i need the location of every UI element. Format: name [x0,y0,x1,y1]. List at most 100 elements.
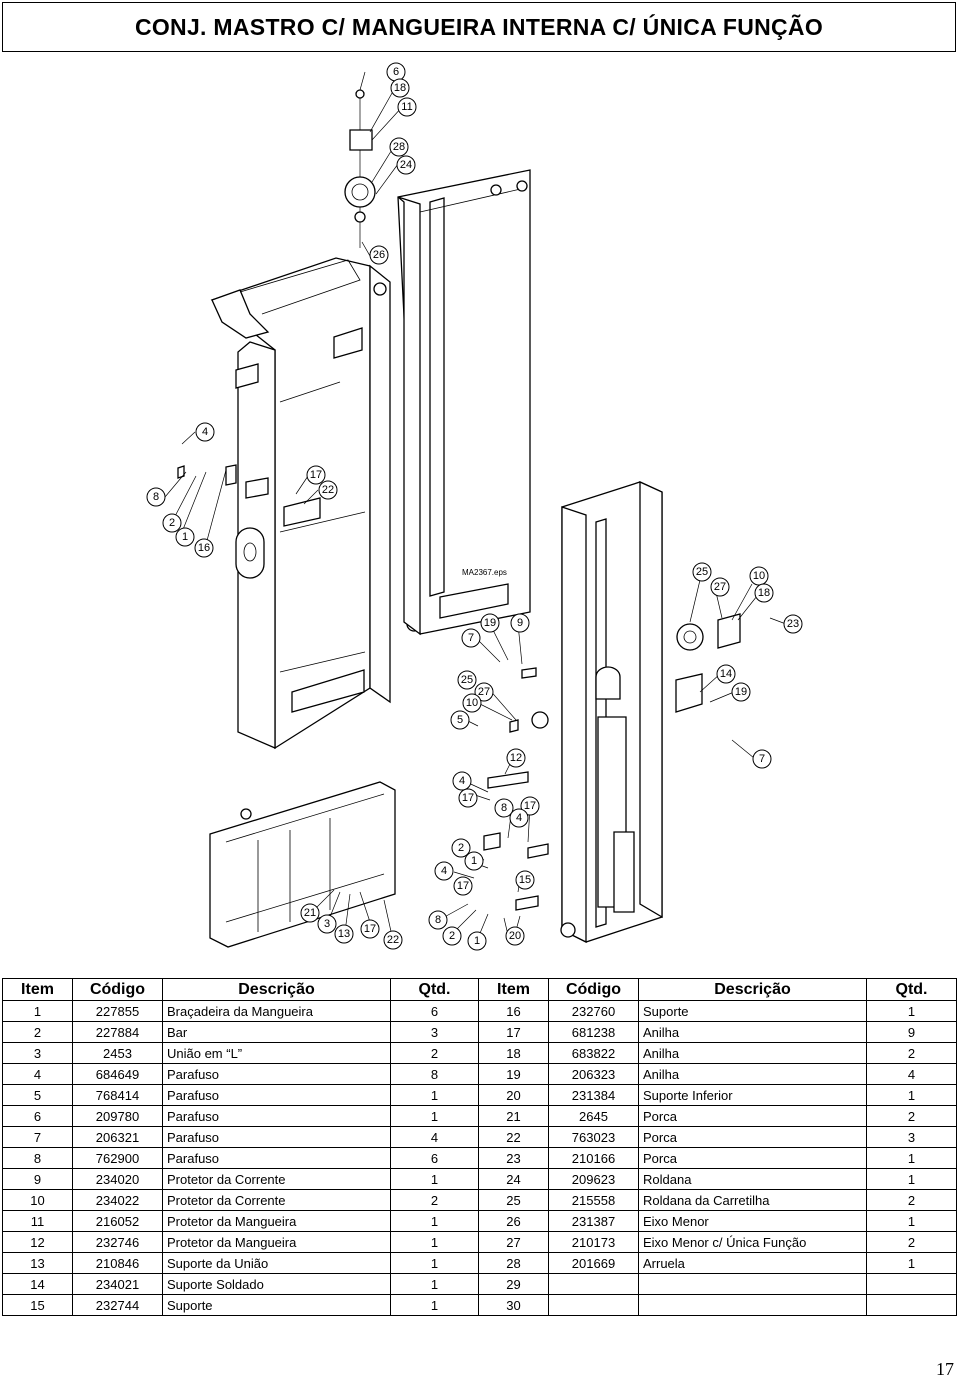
page-title: CONJ. MASTRO C/ MANGUEIRA INTERNA C/ ÚNI… [134,13,824,40]
code-cell: 210166 [548,1147,639,1169]
title-box: CONJ. MASTRO C/ MANGUEIRA INTERNA C/ ÚNI… [2,2,956,52]
code-cell: 683822 [548,1042,639,1064]
code-cell: 763023 [548,1126,639,1148]
svg-text:11: 11 [401,101,412,113]
svg-text:21: 21 [304,907,316,919]
description-cell: Parafuso [162,1105,391,1127]
svg-text:3: 3 [324,918,330,930]
code-cell: 216052 [72,1210,163,1232]
code-cell: 209623 [548,1168,639,1190]
qty-cell: 1 [866,1147,957,1169]
item-cell: 13 [2,1252,73,1274]
svg-text:6: 6 [393,66,399,78]
description-cell: Parafuso [162,1126,391,1148]
item-cell: 1 [2,1000,73,1022]
svg-text:8: 8 [501,802,507,814]
svg-text:7: 7 [759,753,765,765]
code-cell: 231387 [548,1210,639,1232]
svg-text:4: 4 [459,775,465,787]
code-cell: 210846 [72,1252,163,1274]
item-cell: 6 [2,1105,73,1127]
item-cell: 14 [2,1273,73,1295]
svg-text:2: 2 [169,517,175,529]
description-cell: Braçadeira da Mangueira [162,1000,391,1022]
svg-text:17: 17 [457,880,469,892]
svg-text:24: 24 [400,159,412,171]
qty-cell: 1 [390,1231,479,1253]
svg-text:17: 17 [364,923,376,935]
code-cell: 768414 [72,1084,163,1106]
svg-text:5: 5 [457,714,463,726]
code-cell: 2645 [548,1105,639,1127]
code-cell: 234021 [72,1273,163,1295]
qty-cell: 3 [866,1126,957,1148]
code-cell: 681238 [548,1021,639,1043]
item-cell: 5 [2,1084,73,1106]
svg-text:20: 20 [509,930,521,942]
code-cell: 206321 [72,1126,163,1148]
code-cell: 684649 [72,1063,163,1085]
header-code: Código [548,978,639,1001]
qty-cell: 4 [866,1063,957,1085]
svg-text:2: 2 [449,930,455,942]
header-qty: Qtd. [390,978,479,1001]
svg-text:18: 18 [758,587,770,599]
svg-text:10: 10 [753,570,765,582]
code-cell [548,1294,639,1316]
item-cell: 24 [478,1168,549,1190]
qty-cell: 1 [390,1084,479,1106]
description-cell: Roldana da Carretilha [638,1189,867,1211]
qty-cell: 8 [390,1063,479,1085]
svg-text:19: 19 [484,617,496,629]
qty-cell: 6 [390,1000,479,1022]
description-cell: Suporte da União [162,1252,391,1274]
top-pulley-stack [344,89,376,248]
qty-cell: 1 [390,1210,479,1232]
code-cell: 234020 [72,1168,163,1190]
item-cell: 23 [478,1147,549,1169]
header-qty: Qtd. [866,978,957,1001]
item-cell: 16 [478,1000,549,1022]
qty-cell: 1 [390,1252,479,1274]
svg-text:18: 18 [394,82,406,94]
qty-cell: 1 [390,1168,479,1190]
description-cell: Eixo Menor c/ Única Função [638,1231,867,1253]
svg-text:8: 8 [435,914,441,926]
mast-assembly-diagram: 6 18 11 28 24 26 4 17 22 8 2 1 16 25 27 … [146,62,803,951]
inner-mast-rail [397,169,531,636]
code-cell: 762900 [72,1147,163,1169]
code-cell: 232760 [548,1000,639,1022]
svg-text:9: 9 [517,617,523,629]
svg-text:17: 17 [310,469,322,481]
description-cell: Parafuso [162,1084,391,1106]
item-cell: 25 [478,1189,549,1211]
svg-text:7: 7 [468,632,474,644]
svg-text:28: 28 [393,141,405,153]
svg-text:1: 1 [471,855,477,867]
description-cell: Bar [162,1021,391,1043]
item-cell: 20 [478,1084,549,1106]
description-cell: Porca [638,1126,867,1148]
svg-text:4: 4 [202,426,208,438]
qty-cell: 1 [866,1000,957,1022]
code-cell: 231384 [548,1084,639,1106]
exploded-view-drawing: 6 18 11 28 24 26 4 17 22 8 2 1 16 25 27 … [0,52,960,974]
item-cell: 4 [2,1063,73,1085]
description-cell: Protetor da Corrente [162,1168,391,1190]
svg-text:26: 26 [373,249,385,261]
item-cell: 11 [2,1210,73,1232]
svg-text:17: 17 [462,792,474,804]
qty-cell [866,1273,957,1295]
description-cell: Arruela [638,1252,867,1274]
qty-cell: 1 [866,1252,957,1274]
qty-cell: 2 [866,1189,957,1211]
description-cell: Eixo Menor [638,1210,867,1232]
svg-text:4: 4 [516,812,522,824]
svg-text:14: 14 [720,668,732,680]
